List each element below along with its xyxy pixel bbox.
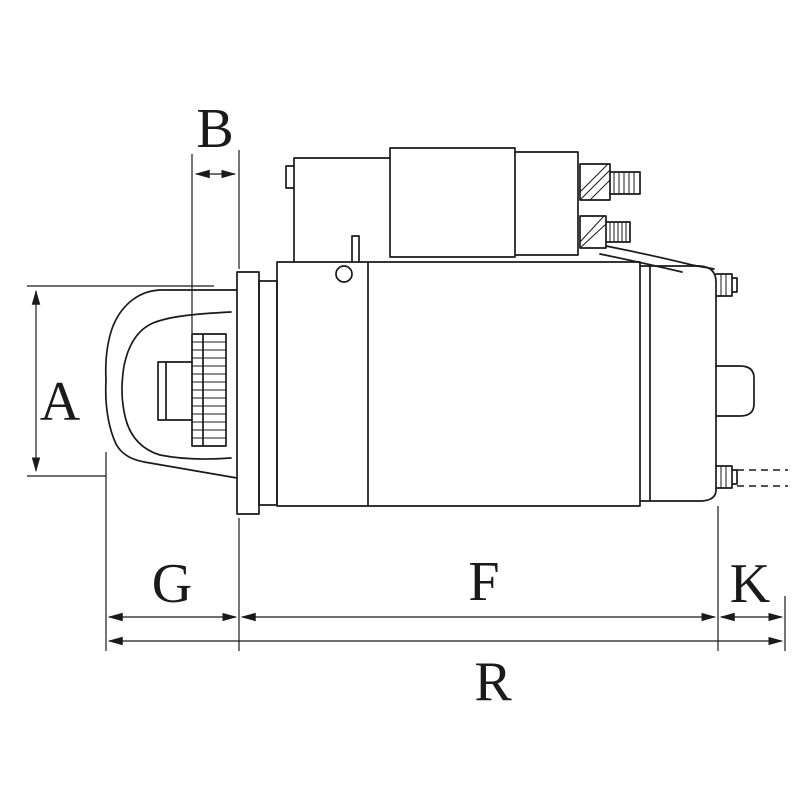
solenoid (389, 147, 579, 258)
dimension-g: G (107, 553, 238, 622)
terminal-top-stud (609, 171, 641, 195)
flange-plate-front (236, 271, 260, 515)
starter-motor-outline (104, 147, 788, 515)
bottom-extension-lines (105, 452, 786, 651)
vent-hole (335, 265, 353, 283)
cable-strap (599, 245, 715, 273)
front-bracket-raised-block (285, 157, 391, 263)
dimension-r: R (107, 636, 784, 713)
dimension-label-f: F (468, 551, 499, 613)
dimension-label-a: A (40, 371, 81, 433)
through-bolt-top (715, 273, 738, 297)
dimension-label-k: K (730, 553, 770, 615)
solenoid-body (389, 147, 516, 258)
flange-plate-rear (258, 280, 278, 506)
through-bolt-top-hatch (720, 273, 727, 297)
drive-end-housing-inner (121, 311, 232, 460)
dimension-b: B (191, 98, 240, 333)
pinion-gear-teeth (191, 341, 227, 439)
projection-dashed-lines (737, 469, 788, 487)
armature-shaft (157, 361, 193, 421)
cable-strap-lines (599, 245, 715, 273)
drive-end-housing (104, 289, 238, 479)
through-bolt-bottom (715, 465, 738, 489)
terminal-top-stud-threads (613, 171, 635, 195)
commutator-end-cap (639, 265, 755, 502)
bottom-extension-lines-path (105, 452, 786, 651)
pinion-gear (191, 333, 227, 447)
rear-boss (715, 365, 755, 417)
through-bolt-bottom-hatch (720, 465, 727, 489)
end-cap-outline (639, 265, 717, 502)
motor-body-outline (276, 261, 641, 507)
terminal-lower-nut (579, 215, 607, 249)
through-bolts (715, 273, 788, 489)
dimension-a: A (27, 285, 214, 477)
dimension-a-extension-lines (27, 285, 214, 477)
dimension-f: F (240, 551, 717, 622)
terminal-lower-nut-hatch (579, 215, 607, 249)
armature-shaft-outline (157, 361, 193, 421)
dimension-k: K (719, 553, 784, 622)
terminal-studs (579, 163, 641, 249)
terminal-top-nut (579, 163, 611, 201)
solenoid-cap (514, 151, 579, 256)
drive-end-housing-outer (104, 289, 238, 479)
dimension-label-g: G (152, 553, 192, 615)
dimension-b-extension-lines (191, 150, 240, 333)
terminal-lower-stud-threads (609, 221, 627, 243)
motor-body (276, 157, 641, 507)
mounting-flange (236, 271, 278, 515)
terminal-top-nut-hatch (579, 163, 611, 201)
dimension-label-r: R (474, 651, 512, 713)
dimension-label-b: B (196, 98, 233, 160)
